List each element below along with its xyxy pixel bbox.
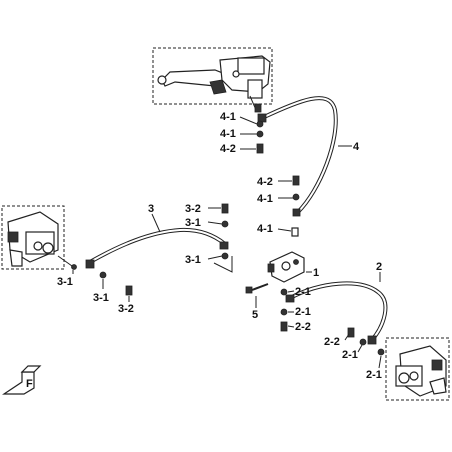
label-4-1-lower: 4-1 (257, 223, 273, 235)
label-2: 2 (376, 261, 382, 273)
bolt-3-2-b (221, 203, 229, 214)
washer-3-1-a (99, 271, 107, 279)
washer-4-1-c (292, 193, 300, 201)
hose-2-junction-fasteners (280, 288, 288, 332)
washer-2-1-b (280, 308, 288, 316)
label-3: 3 (148, 203, 154, 215)
label-1: 1 (313, 267, 319, 279)
label-3-1-left: 3-1 (57, 276, 73, 288)
left-caliper-box (1, 205, 65, 270)
rear-right-caliper (385, 337, 450, 401)
label-4-1-upper: 4-1 (220, 128, 236, 140)
front-direction-letter: F (26, 378, 33, 390)
master-cylinder-box (152, 47, 273, 105)
washer-2-1-c (359, 338, 367, 346)
brake-hose-4 (257, 96, 338, 237)
label-4-1-middle: 4-1 (257, 193, 273, 205)
label-2-1-junction-upper: 2-1 (295, 286, 311, 298)
bolt-3-2-a (125, 285, 133, 296)
callout-labels: 4-1 4-1 4-2 4 4-2 4-1 4-1 3-2 3-1 3-1 3 … (57, 111, 382, 381)
washer-3-1-b (221, 220, 229, 228)
rear-left-caliper (1, 205, 77, 270)
bolt-2-2-a (280, 321, 288, 332)
washer-4-1-a (256, 120, 264, 128)
brake-hose-3 (85, 227, 229, 269)
bolt-5 (245, 283, 269, 294)
hose-2-caliper-fasteners (347, 327, 385, 356)
label-5: 5 (252, 309, 258, 321)
label-3-2-bottom: 3-2 (118, 303, 134, 315)
hose-3-fasteners (99, 203, 229, 296)
leader-lines (72, 116, 382, 369)
bolt-4-2-a (256, 143, 264, 154)
front-master-cylinder (152, 47, 273, 113)
label-4-1-top: 4-1 (220, 111, 236, 123)
label-2-2-caliper: 2-2 (324, 336, 340, 348)
bolt-2-2-b (347, 327, 355, 338)
front-direction-arrow-icon: F (2, 365, 42, 395)
label-2-1-caliper-upper: 2-1 (342, 349, 358, 361)
label-4: 4 (353, 141, 360, 153)
brake-hose-joint-1 (267, 251, 305, 283)
washer-2-1-d (377, 348, 385, 356)
label-2-2-junction: 2-2 (295, 321, 311, 333)
washer-3-1-c (221, 252, 229, 260)
label-4-2-lower: 4-2 (257, 176, 273, 188)
washer-2-1-a (280, 288, 288, 296)
right-caliper-box (385, 337, 450, 401)
label-3-1-upper: 3-1 (185, 217, 201, 229)
bolt-4-2-b (292, 175, 300, 186)
label-3-2-upper: 3-2 (185, 203, 201, 215)
master-cylinder-fasteners (256, 120, 300, 201)
brake-hose-2 (285, 281, 388, 345)
label-2-1-caliper-lower: 2-1 (366, 369, 382, 381)
label-4-2-upper: 4-2 (220, 143, 236, 155)
label-2-1-junction-lower: 2-1 (295, 306, 311, 318)
label-3-1-middle: 3-1 (185, 254, 201, 266)
label-3-1-bottom: 3-1 (93, 292, 109, 304)
washer-4-1-b (256, 130, 264, 138)
